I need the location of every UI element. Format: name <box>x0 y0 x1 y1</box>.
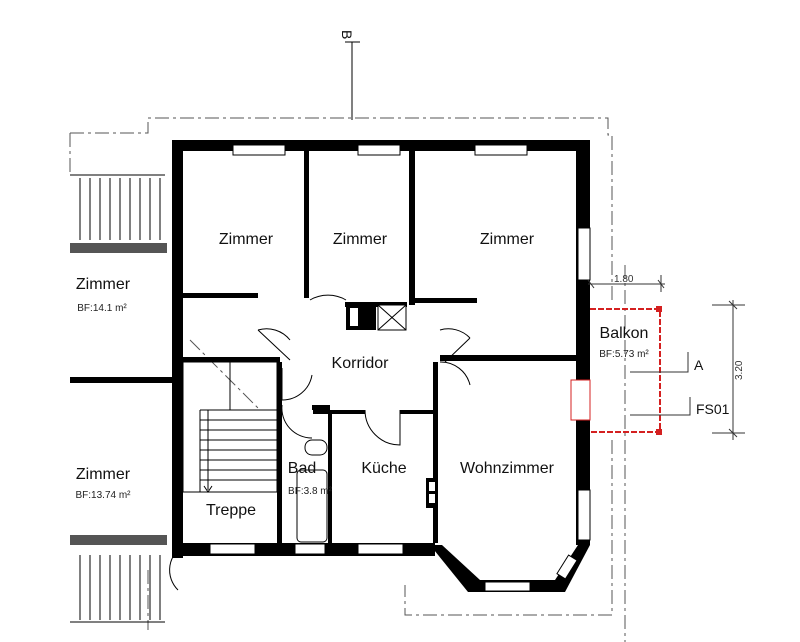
section-marker-b: B <box>339 30 360 120</box>
room-area-balkon: BF:5.73 m² <box>599 349 649 360</box>
room-label-zimmer-3: Zimmer <box>480 231 535 248</box>
balcony-door[interactable] <box>570 379 591 421</box>
neighbor-stairs-top <box>70 174 165 240</box>
balcony-outline <box>590 306 662 435</box>
room-label-bad: Bad <box>288 460 316 477</box>
neighbor-room-label-2: Zimmer <box>76 466 131 483</box>
room-area-bad: BF:3.8 m² <box>288 486 333 497</box>
neighbor-room-area-1: BF:14.1 m² <box>77 303 127 314</box>
neighbor-room-label-1: Zimmer <box>76 276 131 293</box>
room-label-zimmer-2: Zimmer <box>333 231 388 248</box>
room-label-wohnzimmer: Wohnzimmer <box>460 460 555 477</box>
element-tag-fs01: FS01 <box>696 401 730 417</box>
neighbor-wall-lower <box>70 535 167 545</box>
neighbor-stairs-bottom <box>70 555 165 623</box>
room-label-zimmer-1: Zimmer <box>219 231 274 248</box>
leader-lines <box>630 352 691 416</box>
section-marker-label: B <box>339 30 355 39</box>
room-label-treppe: Treppe <box>206 502 256 519</box>
dimension-balcony-depth <box>712 300 745 440</box>
room-label-balkon: Balkon <box>600 325 649 342</box>
neighbor-wall-upper <box>70 243 167 253</box>
dimension-width-label: 1.80 <box>614 274 634 285</box>
outline-dashed <box>69 117 626 642</box>
bathtub <box>296 439 328 543</box>
doors[interactable] <box>169 294 471 591</box>
staircase[interactable] <box>182 361 278 493</box>
windows <box>209 144 591 592</box>
view-marker-a: A <box>694 357 704 373</box>
interior-walls <box>183 150 577 543</box>
room-label-kueche: Küche <box>361 460 406 477</box>
dimension-depth-label: 3.20 <box>734 360 745 380</box>
neighbor-room-area-2: BF:13.74 m² <box>75 490 131 501</box>
room-label-korridor: Korridor <box>332 355 390 372</box>
dimension-balcony-width <box>587 275 665 292</box>
neighbor-wall-mid <box>70 377 172 383</box>
